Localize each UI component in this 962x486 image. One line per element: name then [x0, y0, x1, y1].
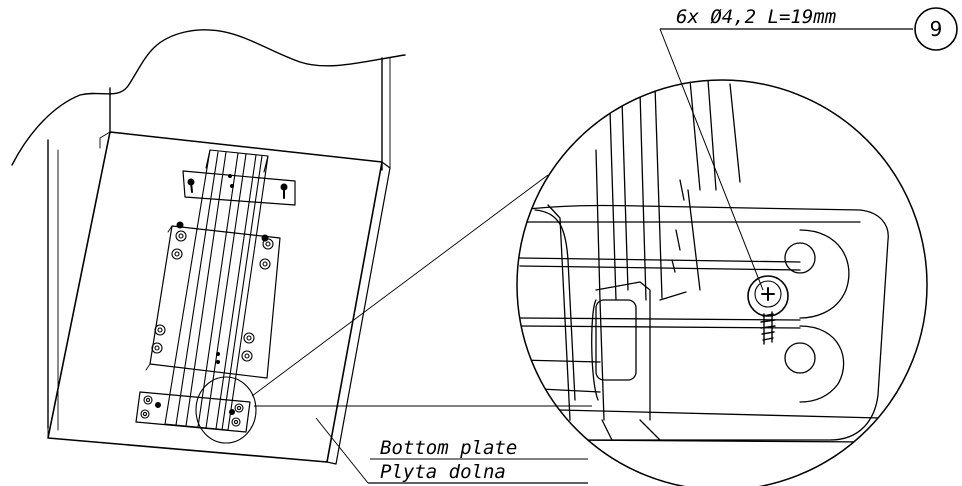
item-balloon: [914, 7, 958, 51]
plate-holes: [151, 230, 274, 362]
cabinet-break-line: [11, 29, 406, 166]
screw-head: [747, 275, 789, 317]
detail-circle: [516, 79, 928, 486]
detail-projection-lines: [251, 174, 592, 407]
fastener-callout: 6x Ø4,2 L=19mm 9: [659, 6, 958, 291]
item-number-text: 9: [930, 17, 943, 41]
screw-thread: [760, 311, 776, 345]
callout-leader-line: [659, 28, 764, 291]
slide-rail: [164, 149, 269, 431]
lower-bracket: [135, 391, 251, 433]
detail-view: [516, 79, 928, 486]
detail-reference-circle: [195, 376, 257, 444]
fastener-spec-text: 6x Ø4,2 L=19mm: [676, 6, 836, 28]
part-label-line1: Bottom plate: [380, 437, 517, 459]
part-label-line2: Plyta dolna: [380, 461, 506, 483]
overview-view: [11, 29, 406, 465]
part-label-leader: [315, 417, 369, 484]
upper-bracket: [182, 170, 296, 206]
bottom-plate-outline: [47, 131, 383, 463]
part-label: Bottom plate Plyta dolna: [315, 417, 588, 484]
mounting-plate: [149, 225, 281, 379]
